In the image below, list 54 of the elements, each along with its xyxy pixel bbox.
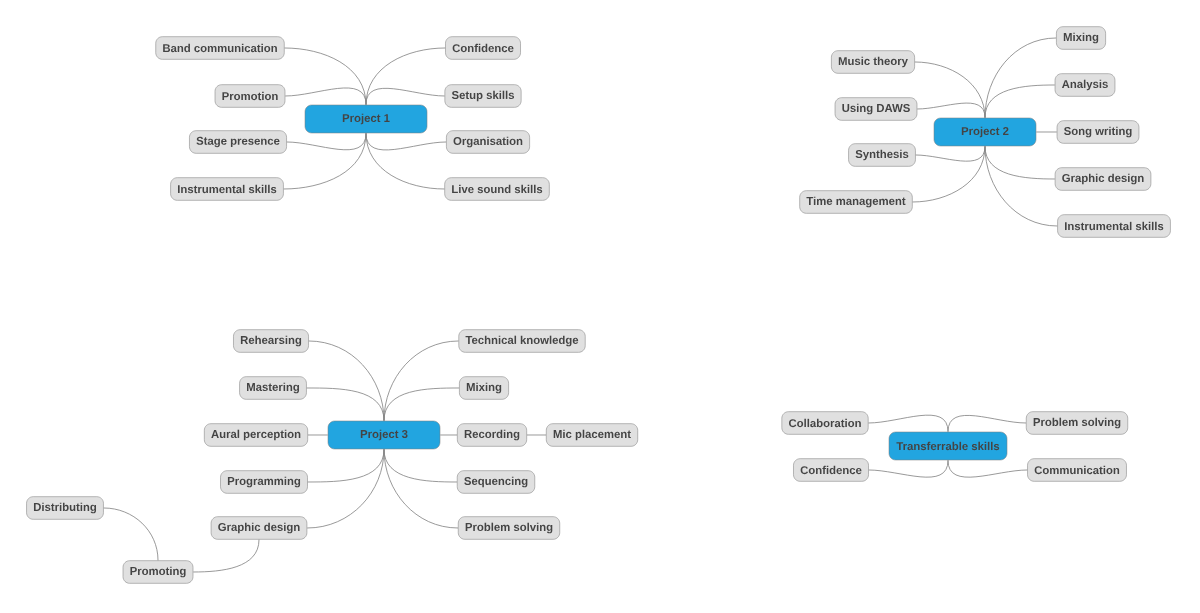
topic-box: Programming	[220, 470, 308, 494]
topic-box: Using DAWS	[834, 97, 918, 121]
topic-box: Communication	[1027, 458, 1127, 482]
topic-box: Aural perception	[204, 423, 308, 447]
topic-box: Mixing	[1056, 26, 1106, 50]
connector-line	[1035, 131, 1058, 133]
topic-box: Recording	[457, 423, 527, 447]
topic-box: Problem solving	[1026, 411, 1128, 435]
connector-line	[365, 132, 445, 190]
topic-box: Promoting	[122, 560, 194, 584]
connector-line	[103, 507, 159, 561]
topic-box: Confidence	[793, 458, 869, 482]
topic-box: Promotion	[214, 84, 286, 108]
connector-line	[383, 448, 459, 529]
topic-box: Synthesis	[848, 143, 916, 167]
topic-box: Band communication	[155, 36, 285, 60]
topic-box: Technical knowledge	[458, 329, 586, 353]
connector-line	[365, 87, 445, 106]
central-topic-box: Transferrable skills	[888, 431, 1008, 461]
connector-line	[947, 459, 1028, 478]
topic-box: Organisation	[446, 130, 530, 154]
topic-box: Analysis	[1054, 73, 1116, 97]
connector-line	[307, 434, 329, 436]
central-topic-box: Project 3	[327, 420, 441, 450]
connector-line	[947, 415, 1027, 433]
topic-box: Instrumental skills	[170, 177, 284, 201]
topic-box: Mastering	[239, 376, 307, 400]
topic-box: Confidence	[445, 36, 521, 60]
connector-line	[526, 434, 547, 436]
topic-box: Mixing	[459, 376, 509, 400]
topic-box: Collaboration	[781, 411, 869, 435]
topic-box: Song writing	[1056, 120, 1140, 144]
topic-box: Time management	[799, 190, 913, 214]
topic-box: Stage presence	[189, 130, 287, 154]
central-topic-box: Project 1	[304, 104, 428, 134]
connector-line	[984, 145, 1058, 227]
topic-box: Live sound skills	[444, 177, 550, 201]
topic-box: Setup skills	[444, 84, 522, 108]
connector-line	[439, 434, 458, 436]
topic-box: Instrumental skills	[1057, 214, 1171, 238]
topic-box: Graphic design	[1054, 167, 1152, 191]
topic-box: Rehearsing	[233, 329, 309, 353]
topic-box: Graphic design	[210, 516, 308, 540]
topic-box: Mic placement	[546, 423, 638, 447]
connector-line	[984, 84, 1056, 119]
central-topic-box: Project 2	[933, 117, 1037, 147]
topic-box: Problem solving	[458, 516, 561, 540]
connector-line	[383, 387, 460, 422]
topic-box: Sequencing	[456, 470, 536, 494]
topic-box: Distributing	[26, 496, 104, 520]
connector-line	[192, 539, 260, 573]
connector-line	[984, 37, 1057, 119]
connector-line	[383, 340, 459, 422]
topic-box: Music theory	[831, 50, 915, 74]
